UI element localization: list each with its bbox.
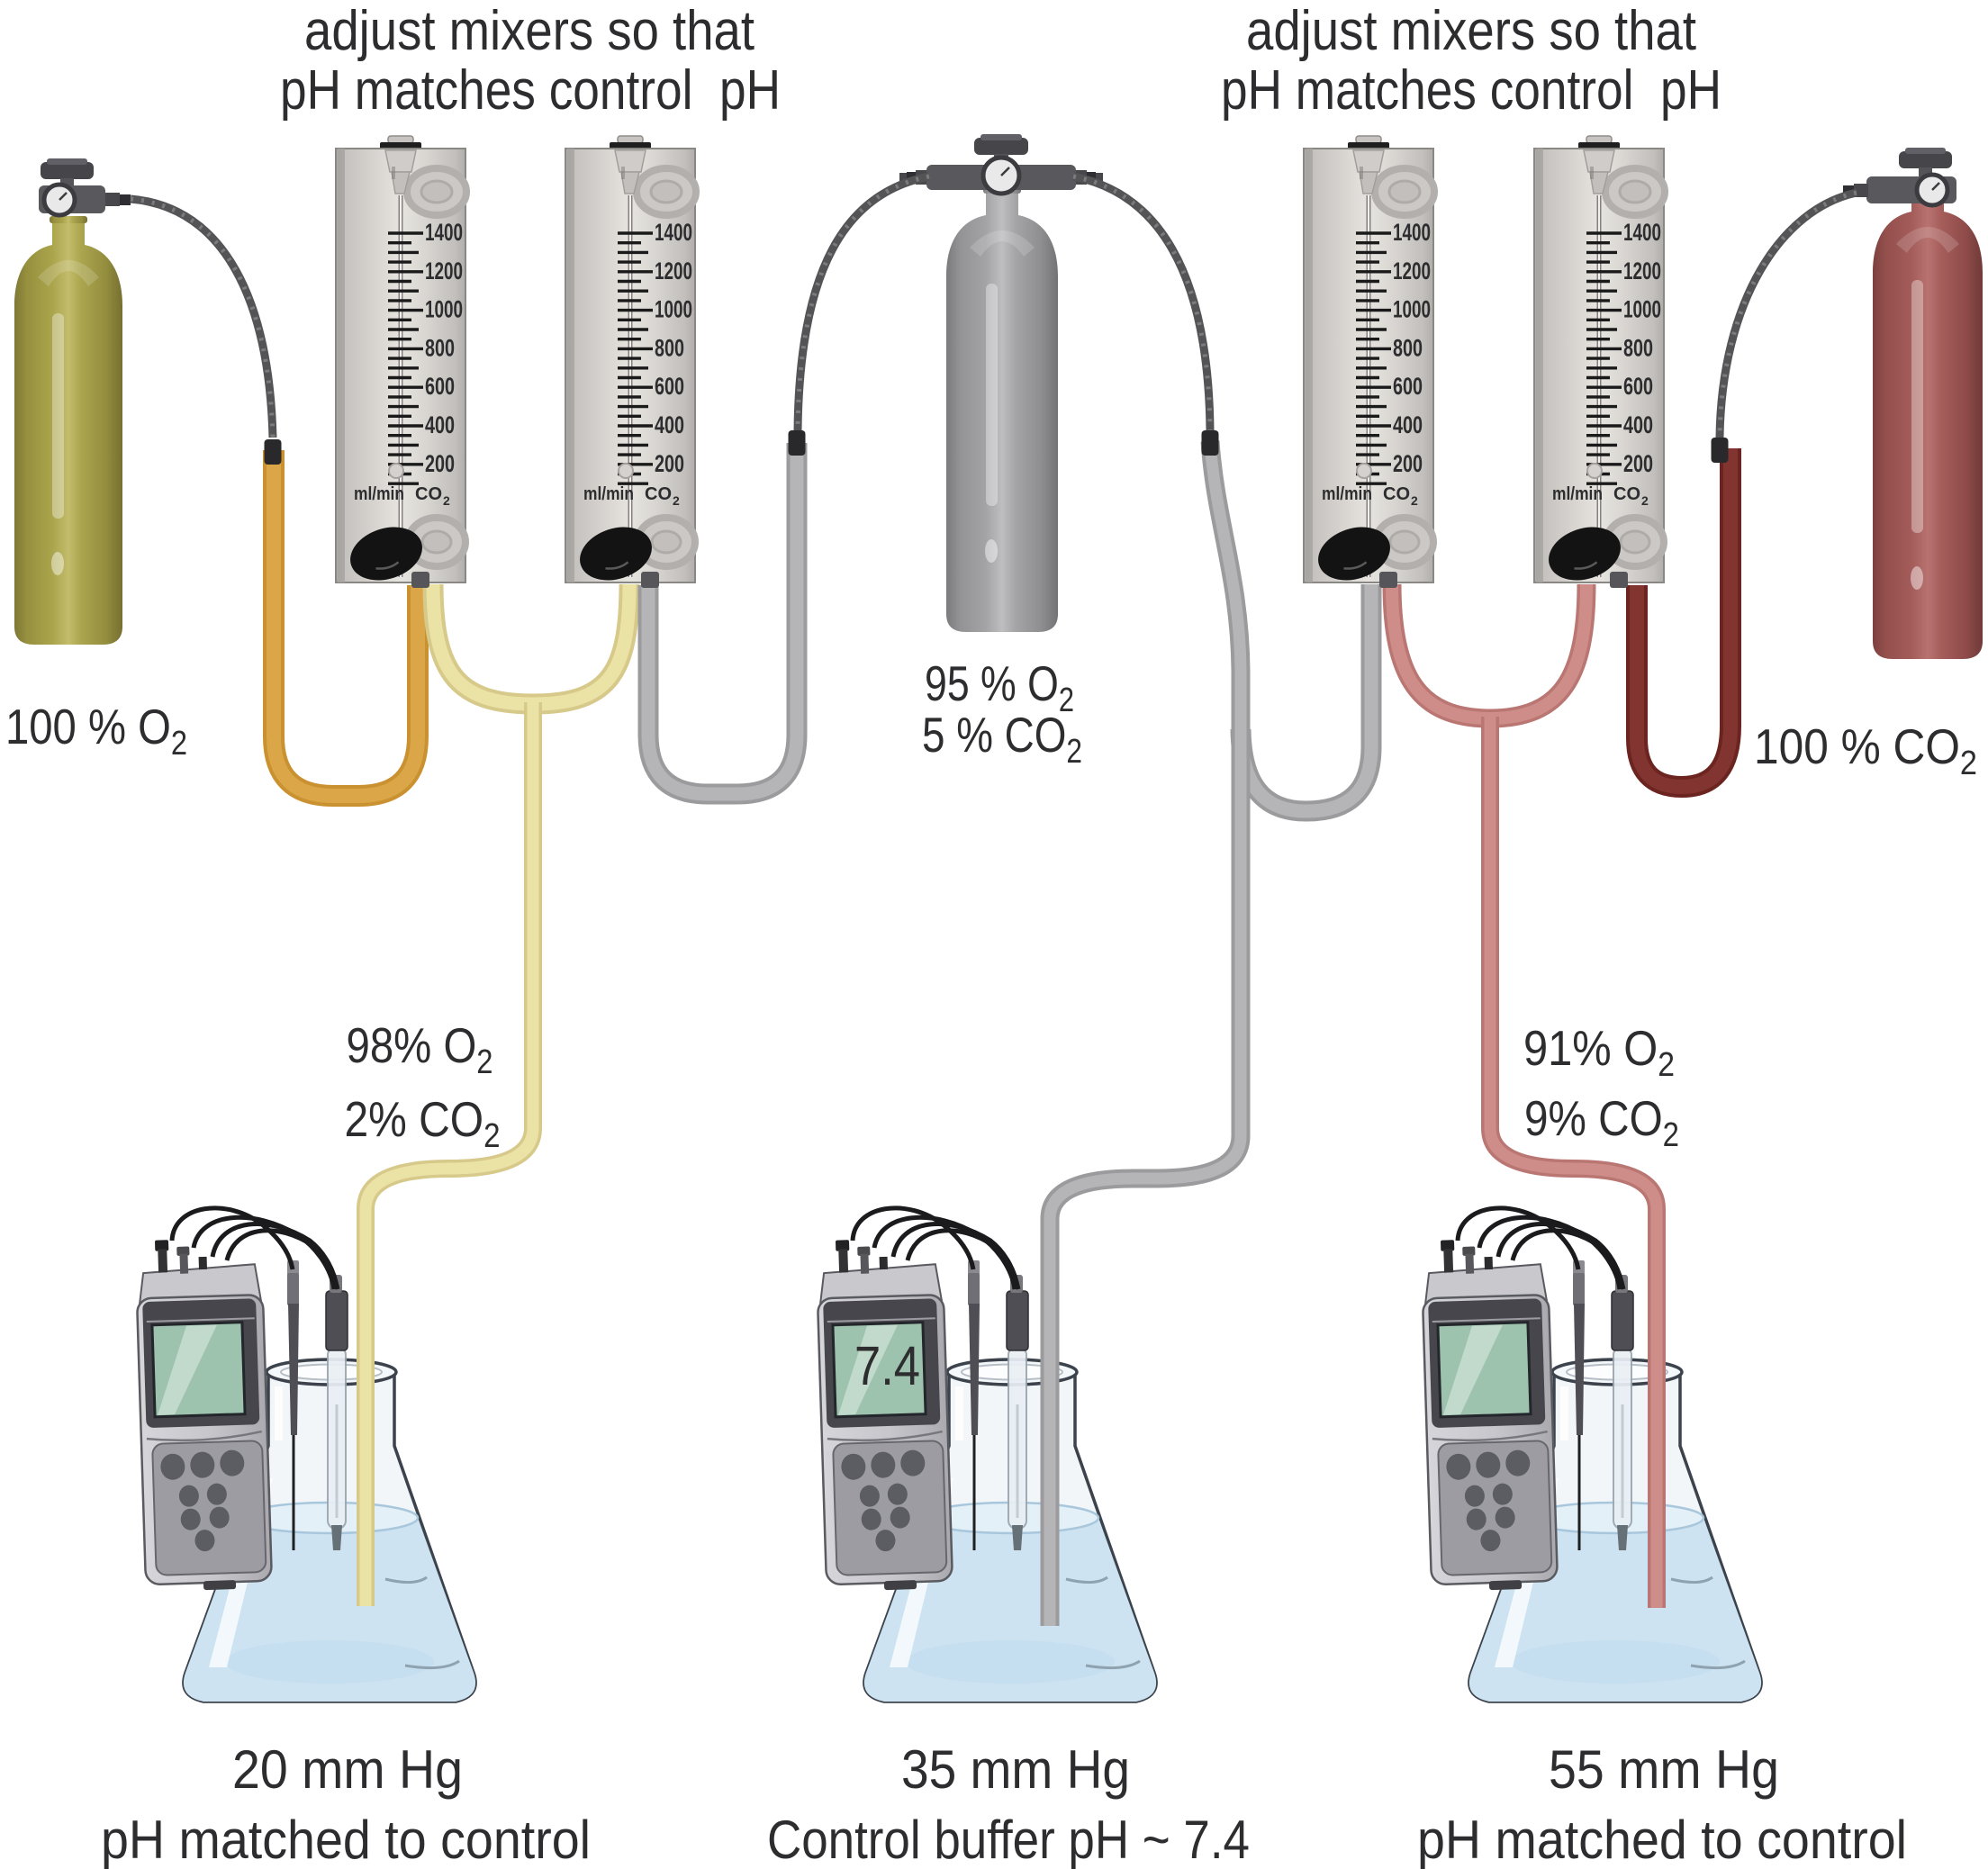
svg-text:9% CO2: 9% CO2 [1524,1090,1679,1154]
svg-text:pH matched to control: pH matched to control [1417,1810,1907,1869]
svg-text:pH matches control pH: pH matches control pH [1221,59,1721,122]
svg-text:100 % CO2: 100 % CO2 [1754,718,1977,782]
svg-text:pH matches control pH: pH matches control pH [280,59,781,122]
svg-text:95 % O2: 95 % O2 [925,655,1074,719]
svg-text:adjust mixers so that: adjust mixers so that [1246,0,1696,62]
svg-text:20 mm Hg: 20 mm Hg [232,1739,463,1800]
svg-text:55 mm Hg: 55 mm Hg [1549,1739,1779,1800]
svg-text:Control buffer pH ~ 7.4: Control buffer pH ~ 7.4 [767,1810,1250,1869]
svg-text:91% O2: 91% O2 [1523,1020,1675,1084]
svg-text:98% O2: 98% O2 [347,1017,493,1081]
svg-text:100 % O2: 100 % O2 [5,699,187,763]
svg-text:7.4: 7.4 [854,1335,920,1396]
svg-text:pH matched to control: pH matched to control [101,1810,591,1869]
svg-text:adjust mixers so that: adjust mixers so that [304,0,755,62]
svg-text:5 % CO2: 5 % CO2 [922,707,1082,771]
svg-text:2% CO2: 2% CO2 [345,1091,501,1155]
svg-text:35 mm Hg: 35 mm Hg [901,1739,1130,1800]
